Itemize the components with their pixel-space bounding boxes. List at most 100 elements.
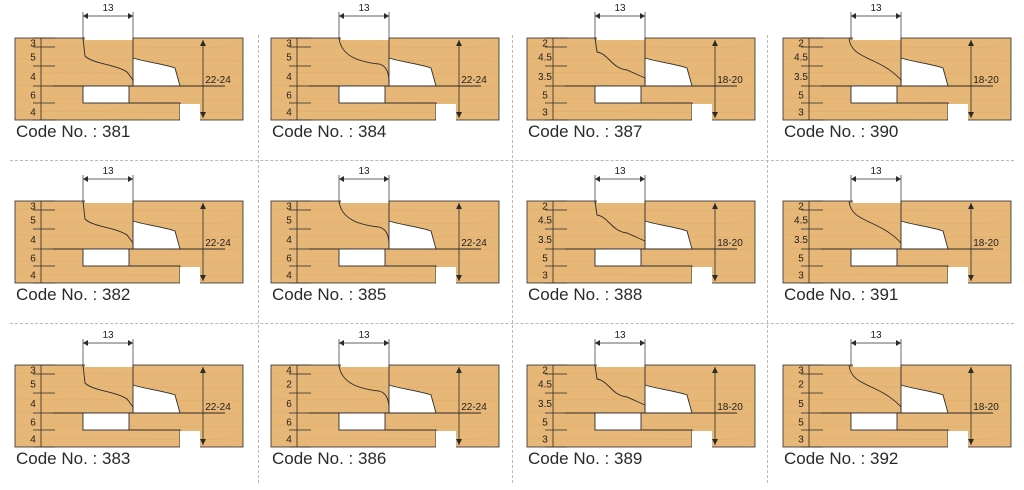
- groove-cutout: [850, 412, 898, 431]
- width-arrowheads: [851, 176, 901, 182]
- layer-thickness-label: 4: [30, 108, 36, 119]
- groove-cutout: [338, 412, 386, 431]
- groove-cutout: [82, 248, 130, 267]
- groove-cutout: [594, 412, 642, 431]
- left-piece-profile: [338, 37, 390, 87]
- width-arrowheads: [851, 340, 901, 346]
- wood-grain: [528, 398, 754, 402]
- right-piece-cutout: [900, 365, 949, 414]
- right-piece-cutout: [644, 365, 693, 414]
- width-label: 13: [358, 166, 370, 177]
- code-number-label: Code No. : 391: [784, 285, 899, 304]
- wood-grain: [16, 58, 242, 62]
- layer-thickness-label: 5: [798, 91, 804, 102]
- layer-thickness-label: 3: [286, 39, 292, 50]
- column-divider: [512, 35, 513, 483]
- thickness-label: 18-20: [973, 238, 999, 249]
- top-gap: [341, 34, 389, 40]
- layer-thickness-label: 5: [30, 380, 36, 391]
- thickness-label: 18-20: [717, 402, 743, 413]
- layer-thickness-label: 3: [542, 271, 548, 282]
- layer-thickness-label: 5: [798, 418, 804, 429]
- width-arrowheads: [339, 176, 389, 182]
- wood-board: [14, 37, 244, 121]
- layer-thickness-label: 3: [286, 202, 292, 213]
- top-gap: [853, 361, 901, 367]
- right-piece-cutout: [132, 201, 181, 250]
- width-arrowheads: [83, 340, 133, 346]
- layer-thickness-label: 4: [30, 72, 36, 83]
- top-gap: [341, 197, 389, 203]
- wood-grain: [784, 385, 1010, 389]
- layer-thickness-label: 5: [286, 216, 292, 227]
- layer-thickness-label: 3.5: [538, 399, 552, 410]
- width-arrowheads: [339, 340, 389, 346]
- step-gap: [692, 104, 712, 121]
- top-gap: [597, 197, 645, 203]
- width-label: 13: [614, 330, 626, 341]
- right-piece-cutout: [644, 201, 693, 250]
- layer-thickness-label: 4: [286, 366, 292, 377]
- groove-cutout: [338, 85, 386, 104]
- layer-thickness-label: 3: [30, 202, 36, 213]
- groove-cutout: [338, 248, 386, 267]
- layer-thickness-label: 4.5: [538, 216, 552, 227]
- layer-thickness-label: 4: [286, 271, 292, 282]
- wood-grain: [528, 385, 754, 389]
- width-arrowheads: [83, 13, 133, 19]
- wood-grain: [272, 234, 498, 238]
- thickness-label: 22-24: [205, 75, 231, 86]
- step-gap: [948, 104, 968, 121]
- left-piece-profile: [848, 37, 902, 87]
- code-number-label: Code No. : 390: [784, 122, 899, 141]
- wood-grain: [528, 71, 754, 75]
- layer-thickness-label: 2: [542, 366, 548, 377]
- thickness-label: 18-20: [973, 402, 999, 413]
- wood-grain: [528, 221, 754, 225]
- width-label: 13: [358, 330, 370, 341]
- thickness-label: 18-20: [717, 75, 743, 86]
- wood-grain: [784, 234, 1010, 238]
- wood-grain: [16, 372, 242, 376]
- row-divider: [10, 323, 1014, 324]
- groove-cutout: [82, 85, 130, 104]
- step-gap: [948, 431, 968, 448]
- right-piece-cutout: [132, 38, 181, 87]
- layer-thickness-label: 5: [798, 254, 804, 265]
- wood-grain: [272, 45, 498, 49]
- thickness-label: 22-24: [205, 238, 231, 249]
- wood-grain: [784, 58, 1010, 62]
- thickness-label: 22-24: [461, 238, 487, 249]
- layer-thickness-label: 5: [286, 53, 292, 64]
- row-divider: [10, 160, 1014, 161]
- width-arrowheads: [595, 176, 645, 182]
- left-piece-profile: [848, 200, 902, 250]
- wood-grain: [272, 71, 498, 75]
- code-number-label: Code No. : 382: [16, 285, 131, 304]
- groove-cutout: [850, 248, 898, 267]
- top-gap: [85, 197, 133, 203]
- right-piece-cutout: [900, 201, 949, 250]
- layer-thickness-label: 6: [286, 418, 292, 429]
- width-label: 13: [614, 166, 626, 177]
- left-piece-profile: [594, 364, 646, 414]
- code-number-label: Code No. : 388: [528, 285, 643, 304]
- wood-board: [526, 37, 756, 121]
- code-number-label: Code No. : 387: [528, 122, 643, 141]
- right-piece-cutout: [388, 365, 437, 414]
- wood-grain: [272, 58, 498, 62]
- layer-thickness-label: 4.5: [538, 53, 552, 64]
- width-label: 13: [358, 3, 370, 14]
- layer-thickness-label: 5: [30, 53, 36, 64]
